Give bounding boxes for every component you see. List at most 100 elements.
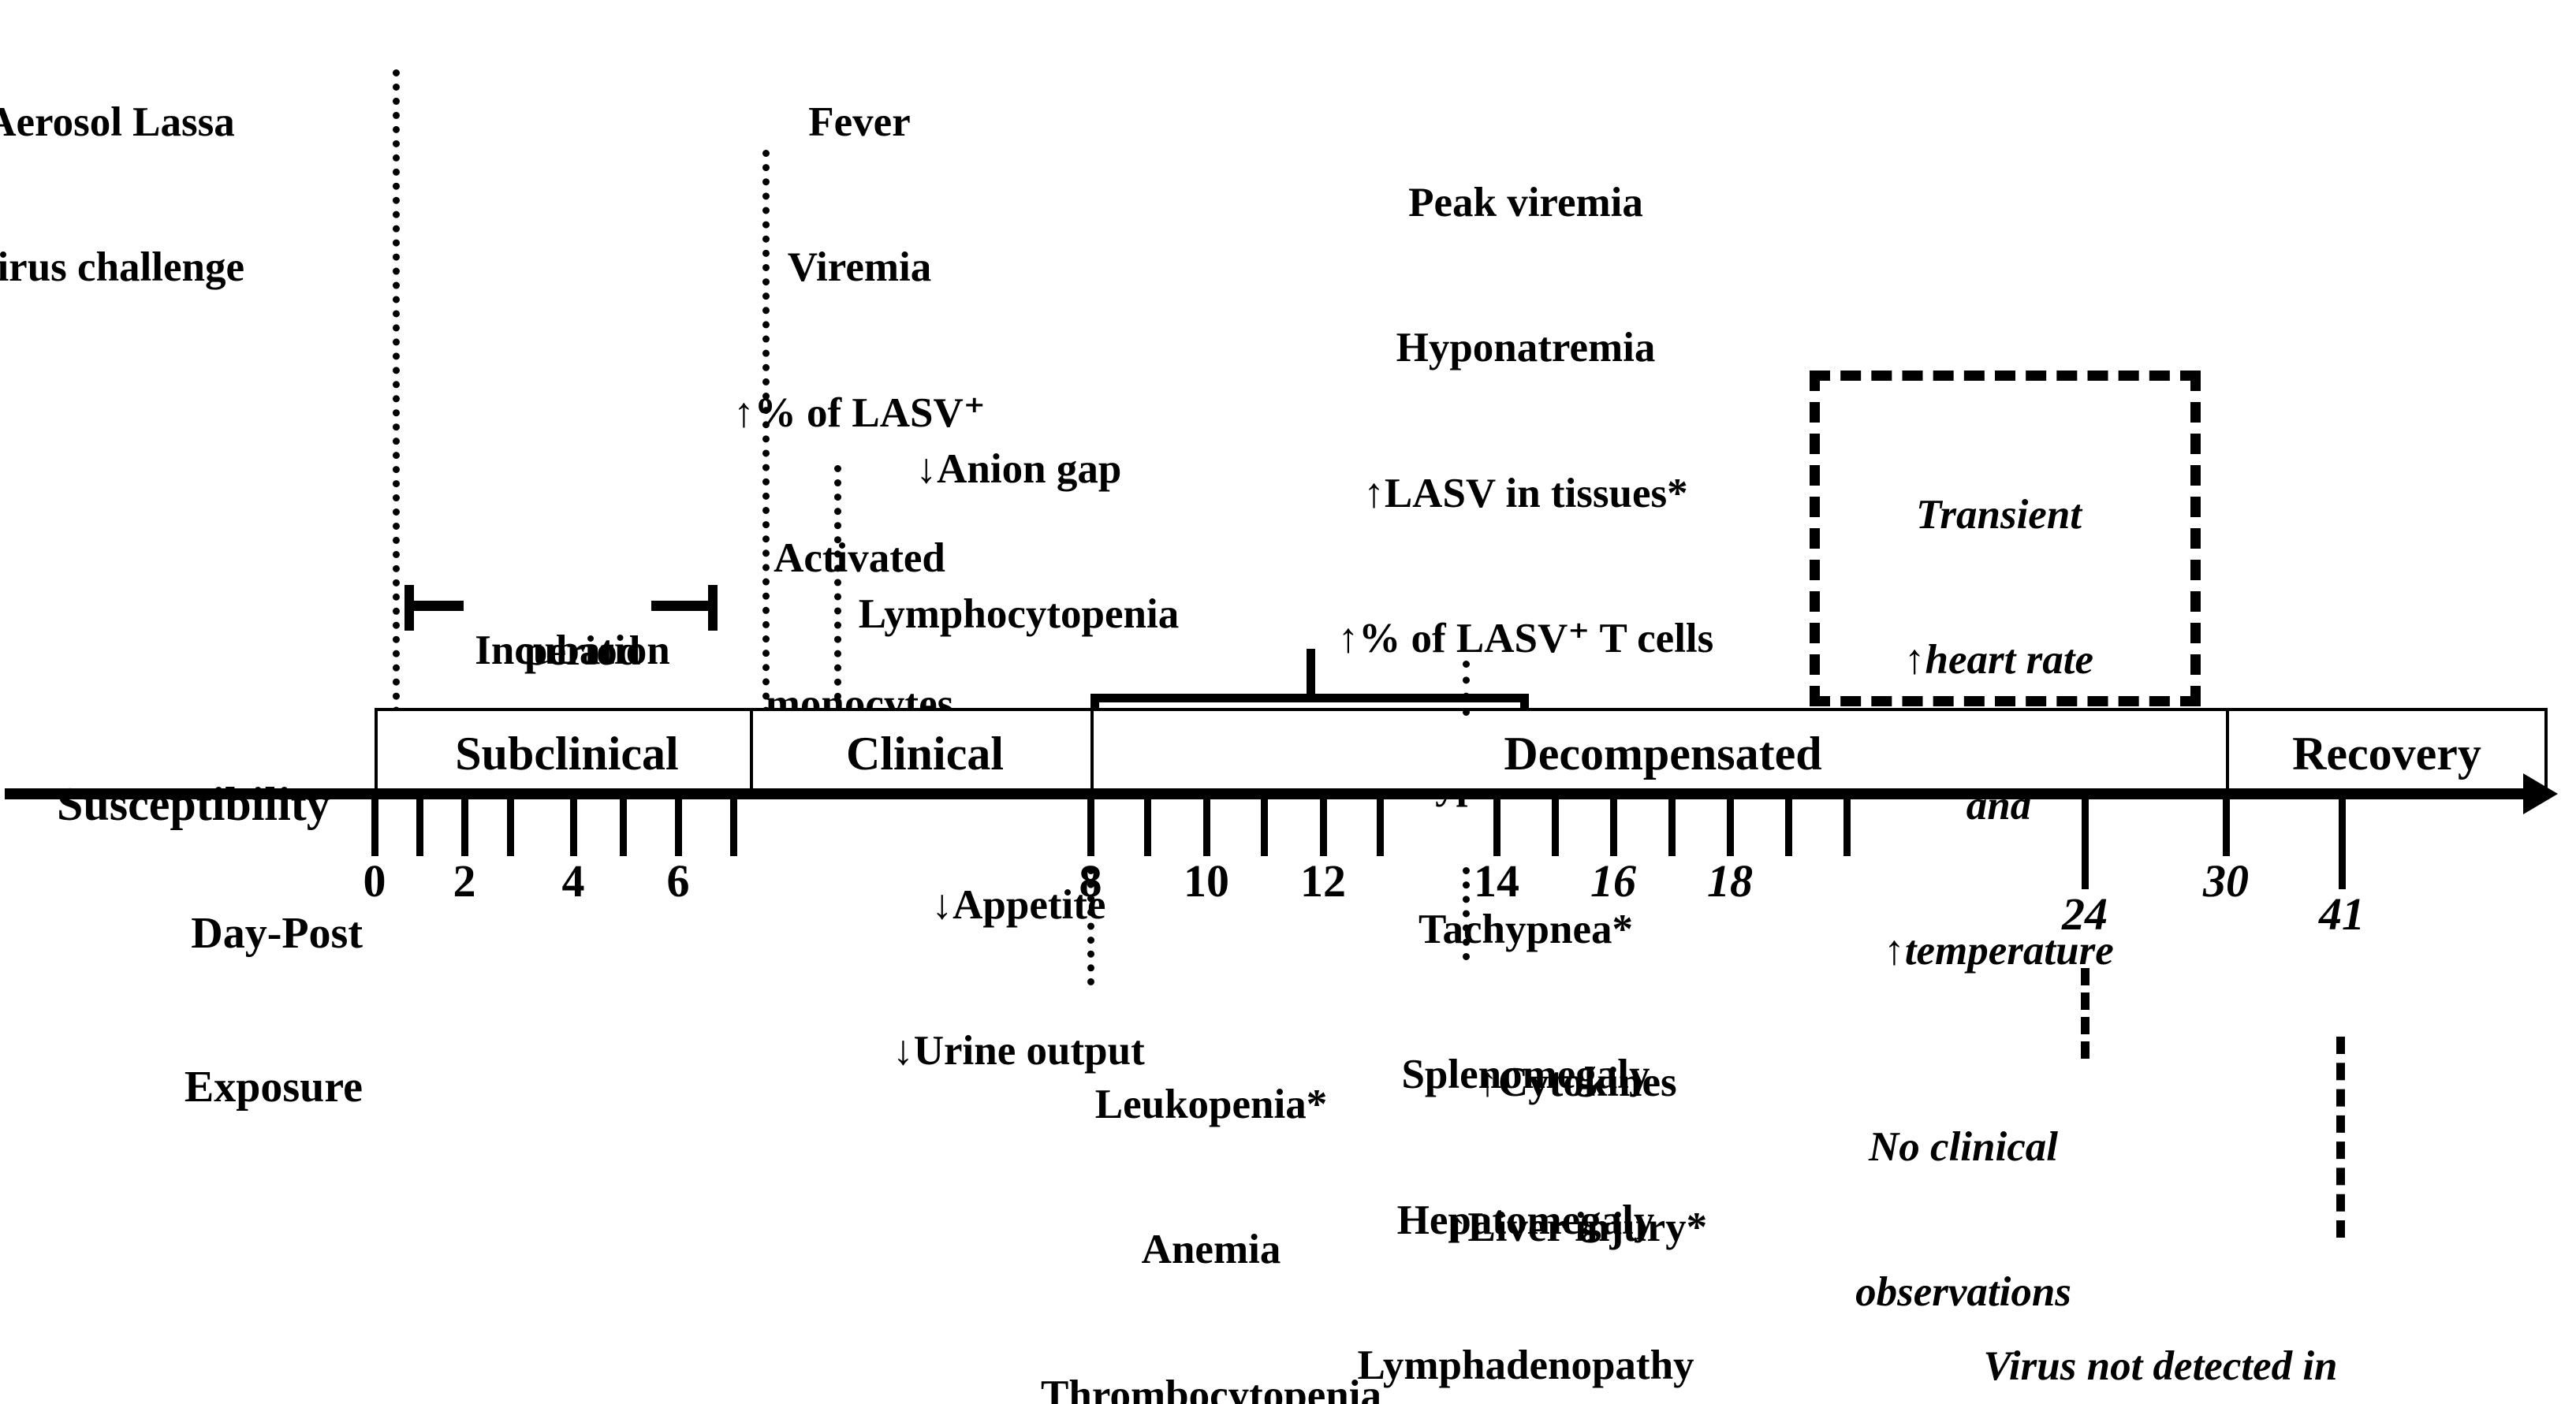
phase-label-text: Subclinical — [455, 727, 679, 780]
axis-tick-day-30 — [2223, 795, 2230, 856]
phase-label-text: Decompensated — [1504, 727, 1822, 780]
bracket-right-tip-decompensated — [1520, 694, 1529, 714]
axis-tick-day-2 — [461, 795, 468, 856]
annotation-no-observations: No clinical observations — [1855, 1026, 2071, 1404]
phase-label-susceptibility: Susceptibility — [9, 722, 330, 887]
annotation-line: Tachypnea* — [1418, 906, 1633, 952]
axis-tick-day-20 — [1843, 795, 1851, 856]
incubation-label-line: Incubation — [475, 627, 670, 673]
axis-tick-day-5 — [620, 795, 627, 856]
incubation-period-label: Incubation period — [475, 530, 669, 918]
incubation-period-word: period — [483, 579, 640, 724]
phase-label-text: Recovery — [2292, 727, 2481, 780]
annotation-line: Peak viremia — [1408, 179, 1643, 225]
leader-line-day5 — [834, 465, 841, 714]
leader-line-day8 — [1087, 867, 1094, 985]
annotation-line: ↑Cytokines — [1477, 1059, 1677, 1105]
leader-line-day13-lower — [1463, 867, 1470, 960]
axis-tick-day-19 — [1785, 795, 1792, 856]
axis-tick-day-1 — [416, 795, 423, 856]
annotation-line: ↑heart rate — [1904, 637, 2093, 683]
axis-tick-day-4 — [570, 795, 577, 856]
axis-tick-day-7 — [730, 795, 737, 856]
axis-tick-day-14 — [1493, 795, 1500, 856]
bracket-stem-decompensated — [1307, 649, 1315, 702]
annotation-day8-labs: Leukopenia* Anemia Thrombocytopenia Hypo… — [1041, 984, 1381, 1404]
axis-tick-day-13 — [1377, 795, 1384, 856]
annotation-line: Aerosol Lassa — [0, 99, 235, 145]
phase-label-text: Susceptibility — [57, 777, 330, 830]
axis-tick-day-8 — [1087, 795, 1094, 856]
annotation-line: Fever — [808, 99, 911, 145]
axis-tick-label-4: 4 — [561, 855, 585, 907]
annotation-line: Viremia — [787, 244, 932, 291]
annotation-line: ↑LASV in tissues* — [1363, 470, 1688, 516]
axis-tick-day-12 — [1320, 795, 1327, 856]
axis-tick-label-6: 6 — [666, 855, 690, 907]
axis-tick-label-12: 12 — [1300, 855, 1346, 907]
incubation-bracket-right-arm — [651, 601, 714, 611]
axis-tick-day-41 — [2339, 795, 2346, 889]
leader-line-day24 — [2081, 968, 2090, 1059]
incubation-label-line: period — [524, 628, 641, 675]
annotation-line: Activated — [774, 535, 945, 582]
phase-box-recovery[interactable]: Recovery — [2226, 708, 2548, 799]
annotation-line: Hyponatremia — [1396, 325, 1656, 371]
phase-box-subclinical[interactable]: Subclinical — [375, 708, 759, 799]
axis-tick-label-18: 18 — [1707, 855, 1753, 907]
annotation-line: ↑% of LASV⁺ — [733, 389, 986, 436]
axis-tick-label-14: 14 — [1474, 855, 1519, 907]
axis-tick-day-11 — [1261, 795, 1268, 856]
annotation-transient: Transient ↑heart rate and ↑temperature — [1884, 394, 2113, 1073]
phase-box-clinical[interactable]: Clinical — [750, 708, 1100, 799]
leader-line-day13-upper — [1463, 661, 1470, 716]
annotation-aerosol-challenge: Aerosol Lassa virus challenge — [0, 2, 244, 389]
phase-box-decompensated[interactable]: Decompensated — [1090, 708, 2235, 799]
annotation-line: ↑temperature — [1884, 928, 2114, 974]
annotation-line: ↑Liver injury* — [1446, 1205, 1708, 1251]
axis-label-line: Day-Post — [191, 908, 363, 958]
annotation-line: Hepatomegaly — [1396, 1197, 1655, 1243]
annotation-line: Transient — [1915, 491, 2082, 538]
axis-tick-day-6 — [675, 795, 682, 856]
axis-tick-day-9 — [1144, 795, 1151, 856]
axis-tick-day-15 — [1552, 795, 1559, 856]
annotation-line: Thrombocytopenia — [1041, 1372, 1381, 1404]
annotation-line: Lymphocytopenia — [858, 591, 1180, 638]
axis-tick-label-10: 10 — [1184, 855, 1229, 907]
annotation-line: ↓Appetite — [931, 882, 1106, 929]
phase-label-text: Clinical — [845, 727, 1004, 780]
annotation-line: ↓Urine output — [893, 1027, 1145, 1074]
incubation-bracket-right-cap — [708, 585, 718, 631]
axis-tick-label-16: 16 — [1590, 855, 1636, 907]
bracket-left-tip-decompensated — [1090, 694, 1099, 714]
axis-tick-label-0: 0 — [363, 855, 386, 907]
timeline-axis — [5, 788, 2528, 799]
annotation-line: virus challenge — [0, 244, 245, 291]
axis-tick-day-18 — [1727, 795, 1734, 856]
incubation-bracket-left-arm — [404, 601, 464, 611]
axis-tick-label-2: 2 — [453, 855, 476, 907]
annotation-line: Leukopenia* — [1094, 1081, 1328, 1127]
annotation-line: ↓Anion gap — [915, 445, 1122, 492]
axis-tick-day-0 — [371, 795, 378, 856]
axis-tick-label-41: 41 — [2319, 888, 2365, 940]
annotation-line: Virus not detected in — [1983, 1343, 2338, 1389]
annotation-survivor-note: Virus not detected in tissues of survivo… — [1983, 1246, 2337, 1404]
bracket-top-decompensated — [1090, 694, 1529, 702]
axis-tick-label-24: 24 — [2062, 888, 2108, 940]
axis-label: Day-Post Exposure — [118, 806, 363, 1216]
transient-observation-box — [1810, 371, 2201, 706]
axis-tick-day-10 — [1203, 795, 1210, 856]
annotation-line: Splenomegaly — [1401, 1052, 1650, 1098]
annotation-line: No clinical — [1869, 1123, 2058, 1170]
leader-line-day0 — [393, 69, 400, 714]
annotation-day13-cytokines: ↑Cytokines ↑Liver injury* — [1447, 962, 1707, 1350]
axis-label-line: Exposure — [184, 1062, 363, 1112]
axis-tick-day-3 — [507, 795, 514, 856]
axis-tick-label-30: 30 — [2203, 855, 2249, 907]
leader-line-day4 — [762, 150, 770, 714]
annotation-day4-onset: Fever Viremia ↑% of LASV⁺ Activated mono… — [733, 2, 986, 825]
annotation-line: Lymphadenopathy — [1357, 1343, 1694, 1389]
